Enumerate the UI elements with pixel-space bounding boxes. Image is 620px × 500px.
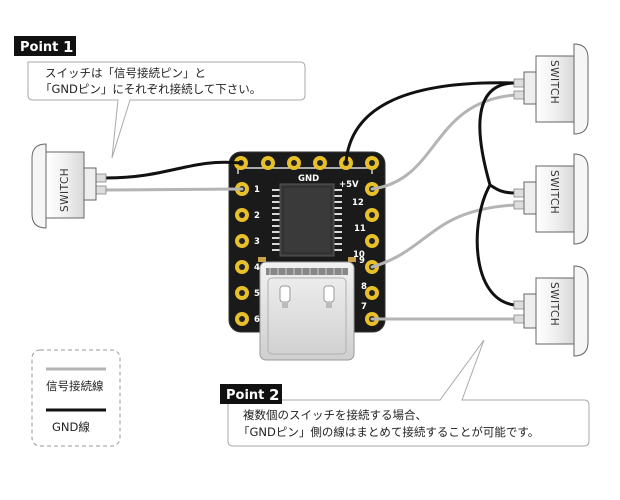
pin-label-6: 6 bbox=[254, 315, 260, 325]
point1-line1: スイッチは「信号接続ピン」と bbox=[45, 66, 206, 80]
pin-label-12: 12 bbox=[352, 198, 364, 208]
point2-line1: 複数個のスイッチを接続する場合、 bbox=[243, 408, 427, 422]
pin-label-8: 8 bbox=[361, 282, 367, 292]
pin-label-10: 10 bbox=[353, 250, 365, 260]
point1-badge-number: 1 bbox=[63, 38, 73, 56]
switch-left: SWITCH bbox=[31, 143, 107, 229]
pin-label-7: 7 bbox=[361, 302, 367, 312]
point2-badge-word: Point bbox=[226, 388, 264, 403]
smd-component bbox=[258, 257, 266, 262]
signal-wire-pin9 bbox=[370, 203, 517, 269]
pin-label-5: 5 bbox=[254, 289, 260, 299]
point2-callout: Point 2 複数個のスイッチを接続する場合、 「GNDピン」側の線はまとめて… bbox=[220, 339, 590, 447]
pin-label-4: 4 bbox=[254, 263, 260, 273]
legend: 信号接続線 GND線 bbox=[31, 349, 121, 447]
switch-right-top: SWITCH bbox=[513, 43, 589, 135]
right-pin-labels: 12 11 10 9 8 7 bbox=[352, 198, 367, 312]
switch-right-bottom: SWITCH bbox=[513, 265, 589, 357]
pin-label-3: 3 bbox=[254, 237, 260, 247]
gnd-wire-chain-mid bbox=[488, 183, 517, 195]
switch-right-mid: SWITCH bbox=[513, 153, 589, 245]
ic-chip bbox=[272, 183, 342, 257]
left-pin-labels: 1 2 3 4 5 6 bbox=[254, 185, 260, 325]
signal-wires bbox=[103, 93, 517, 321]
switch-left-label: SWITCH bbox=[59, 168, 71, 212]
signal-wire-left bbox=[103, 187, 244, 192]
gnd-wires bbox=[103, 81, 517, 307]
switch-right-bottom-label: SWITCH bbox=[548, 282, 560, 326]
legend-gnd-label: GND線 bbox=[52, 420, 90, 434]
gnd-wire-chain-bottom bbox=[475, 183, 517, 307]
pin-label-1: 1 bbox=[254, 185, 260, 195]
plus5v-pin-label: +5V bbox=[339, 180, 359, 190]
switch-right-mid-label: SWITCH bbox=[548, 170, 560, 214]
gnd-wire-left bbox=[103, 160, 243, 180]
gnd-wire-board bbox=[344, 81, 517, 165]
switch-right-top-label: SWITCH bbox=[548, 60, 560, 104]
point1-callout: Point 1 スイッチは「信号接続ピン」と 「GNDピン」にそれぞれ接続して下… bbox=[14, 36, 306, 159]
signal-wire-pin12 bbox=[370, 93, 517, 191]
usb-c-connector bbox=[259, 261, 355, 361]
pcb-board: GND +5V 1 2 3 4 5 6 bbox=[228, 151, 386, 361]
point1-line2: 「GNDピン」にそれぞれ接続して下さい。 bbox=[40, 82, 261, 96]
point2-line2: 「GNDピン」側の線はまとめて接続することが可能です。 bbox=[238, 425, 539, 439]
pin-label-9: 9 bbox=[359, 256, 365, 266]
point2-badge bbox=[220, 384, 282, 404]
legend-box bbox=[31, 349, 121, 447]
gnd-pin-label: GND bbox=[298, 174, 319, 184]
smd-component bbox=[348, 257, 356, 262]
legend-signal-label: 信号接続線 bbox=[46, 379, 104, 393]
gnd-wire-chain-top bbox=[478, 81, 517, 187]
pin-label-2: 2 bbox=[254, 211, 260, 221]
point1-badge bbox=[14, 36, 76, 56]
pin-label-11: 11 bbox=[354, 224, 366, 234]
point2-badge-number: 2 bbox=[269, 386, 279, 404]
point1-badge-word: Point bbox=[20, 40, 58, 55]
